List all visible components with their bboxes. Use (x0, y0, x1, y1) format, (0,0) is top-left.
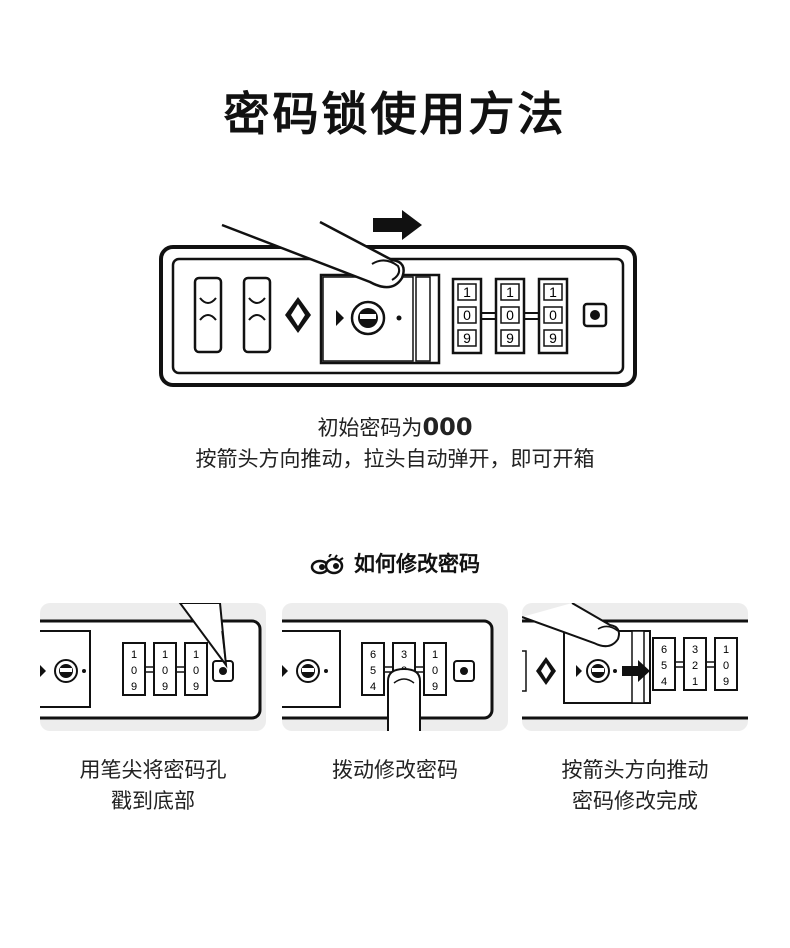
page-title: 密码锁使用方法 (223, 87, 567, 141)
combination-wheels: 6 5 4 3 2 1 1 0 9 (652, 637, 738, 691)
main-lock-illustration: 1 0 9 1 0 9 1 0 9 (159, 210, 637, 387)
open-instructions-caption: 按箭头方向推动，拉头自动弹开，即可开箱 (195, 447, 595, 471)
finger-icon (387, 667, 421, 731)
wheel-digit: 5 (370, 665, 376, 677)
wheel-digit: 0 (549, 307, 557, 323)
wheel-digit: 0 (723, 660, 729, 672)
step-3-caption: 按箭头方向推动 密码修改完成 (515, 755, 755, 817)
wheel-digit: 1 (131, 649, 137, 661)
wheel-digit: 1 (723, 644, 729, 656)
wheel-digit: 3 (692, 644, 698, 656)
wheel-digit: 0 (432, 665, 438, 677)
finger-icon (522, 603, 620, 648)
wheel-digit: 1 (162, 649, 168, 661)
step-3-illustration: 6 5 4 3 2 1 1 0 9 (522, 603, 748, 731)
step-1-caption-line1: 用笔尖将密码孔 (79, 758, 227, 782)
initial-code-caption: 初始密码为000 (0, 412, 790, 442)
wheel-digit: 4 (370, 681, 376, 693)
step-1-caption: 用笔尖将密码孔 戳到底部 (33, 755, 273, 817)
wheel-digit: 1 (506, 284, 514, 300)
section-heading: 如何修改密码 (0, 548, 790, 578)
keyhole-icon (336, 300, 402, 336)
step-1-caption-line2: 戳到底部 (111, 789, 195, 813)
wheel-digit: 0 (162, 665, 168, 677)
step-1-illustration: 1 0 9 1 0 9 1 0 9 (40, 603, 266, 731)
step-2-illustration: 6 5 4 3 2 1 1 0 9 (282, 603, 508, 731)
wheel-digit: 1 (692, 676, 698, 688)
wheel-digit: 6 (661, 644, 667, 656)
wheel-digit: 4 (661, 676, 667, 688)
push-arrow-icon (622, 660, 650, 682)
step-3-caption-line2: 密码修改完成 (572, 789, 698, 813)
combination-wheels: 1 0 9 1 0 9 1 0 9 (122, 642, 208, 696)
wheel-digit: 0 (463, 307, 471, 323)
wheel-digit: 9 (432, 681, 438, 693)
pen-tip-icon (178, 603, 228, 669)
tsa-logo-icon (285, 297, 311, 333)
zipper-slot-icon (193, 276, 272, 354)
wheel-digit: 1 (463, 284, 471, 300)
initial-code-value: 000 (422, 413, 473, 441)
wheel-digit: 9 (549, 330, 557, 346)
wheel-digit: 6 (370, 649, 376, 661)
wheel-digit: 9 (723, 676, 729, 688)
wheel-digit: 0 (193, 665, 199, 677)
initial-code-prefix: 初始密码为 (317, 416, 423, 440)
wheel-digit: 1 (432, 649, 438, 661)
wheel-digit: 5 (661, 660, 667, 672)
wheel-digit: 9 (193, 681, 199, 693)
wheel-digit: 9 (131, 681, 137, 693)
wheel-digit: 1 (193, 649, 199, 661)
wheel-digit: 1 (549, 284, 557, 300)
wheel-digit: 9 (463, 330, 471, 346)
wheel-digit: 9 (506, 330, 514, 346)
reset-hole-icon (582, 302, 608, 328)
step-3-caption-line1: 按箭头方向推动 (561, 758, 709, 782)
combination-wheels: 1 0 9 1 0 9 1 0 9 (451, 277, 569, 355)
section-title: 如何修改密码 (354, 552, 480, 576)
push-arrow-icon (373, 210, 422, 240)
wheel-digit: 9 (162, 681, 168, 693)
wheel-digit: 2 (692, 660, 698, 672)
finger-icon (221, 220, 405, 289)
wheel-digit: 0 (506, 307, 514, 323)
wheel-digit: 3 (401, 649, 407, 661)
step-2-caption: 拨动修改密码 (275, 755, 515, 786)
eyes-icon (310, 554, 344, 575)
wheel-digit: 0 (131, 665, 137, 677)
step-2-caption-line1: 拨动修改密码 (332, 758, 458, 782)
